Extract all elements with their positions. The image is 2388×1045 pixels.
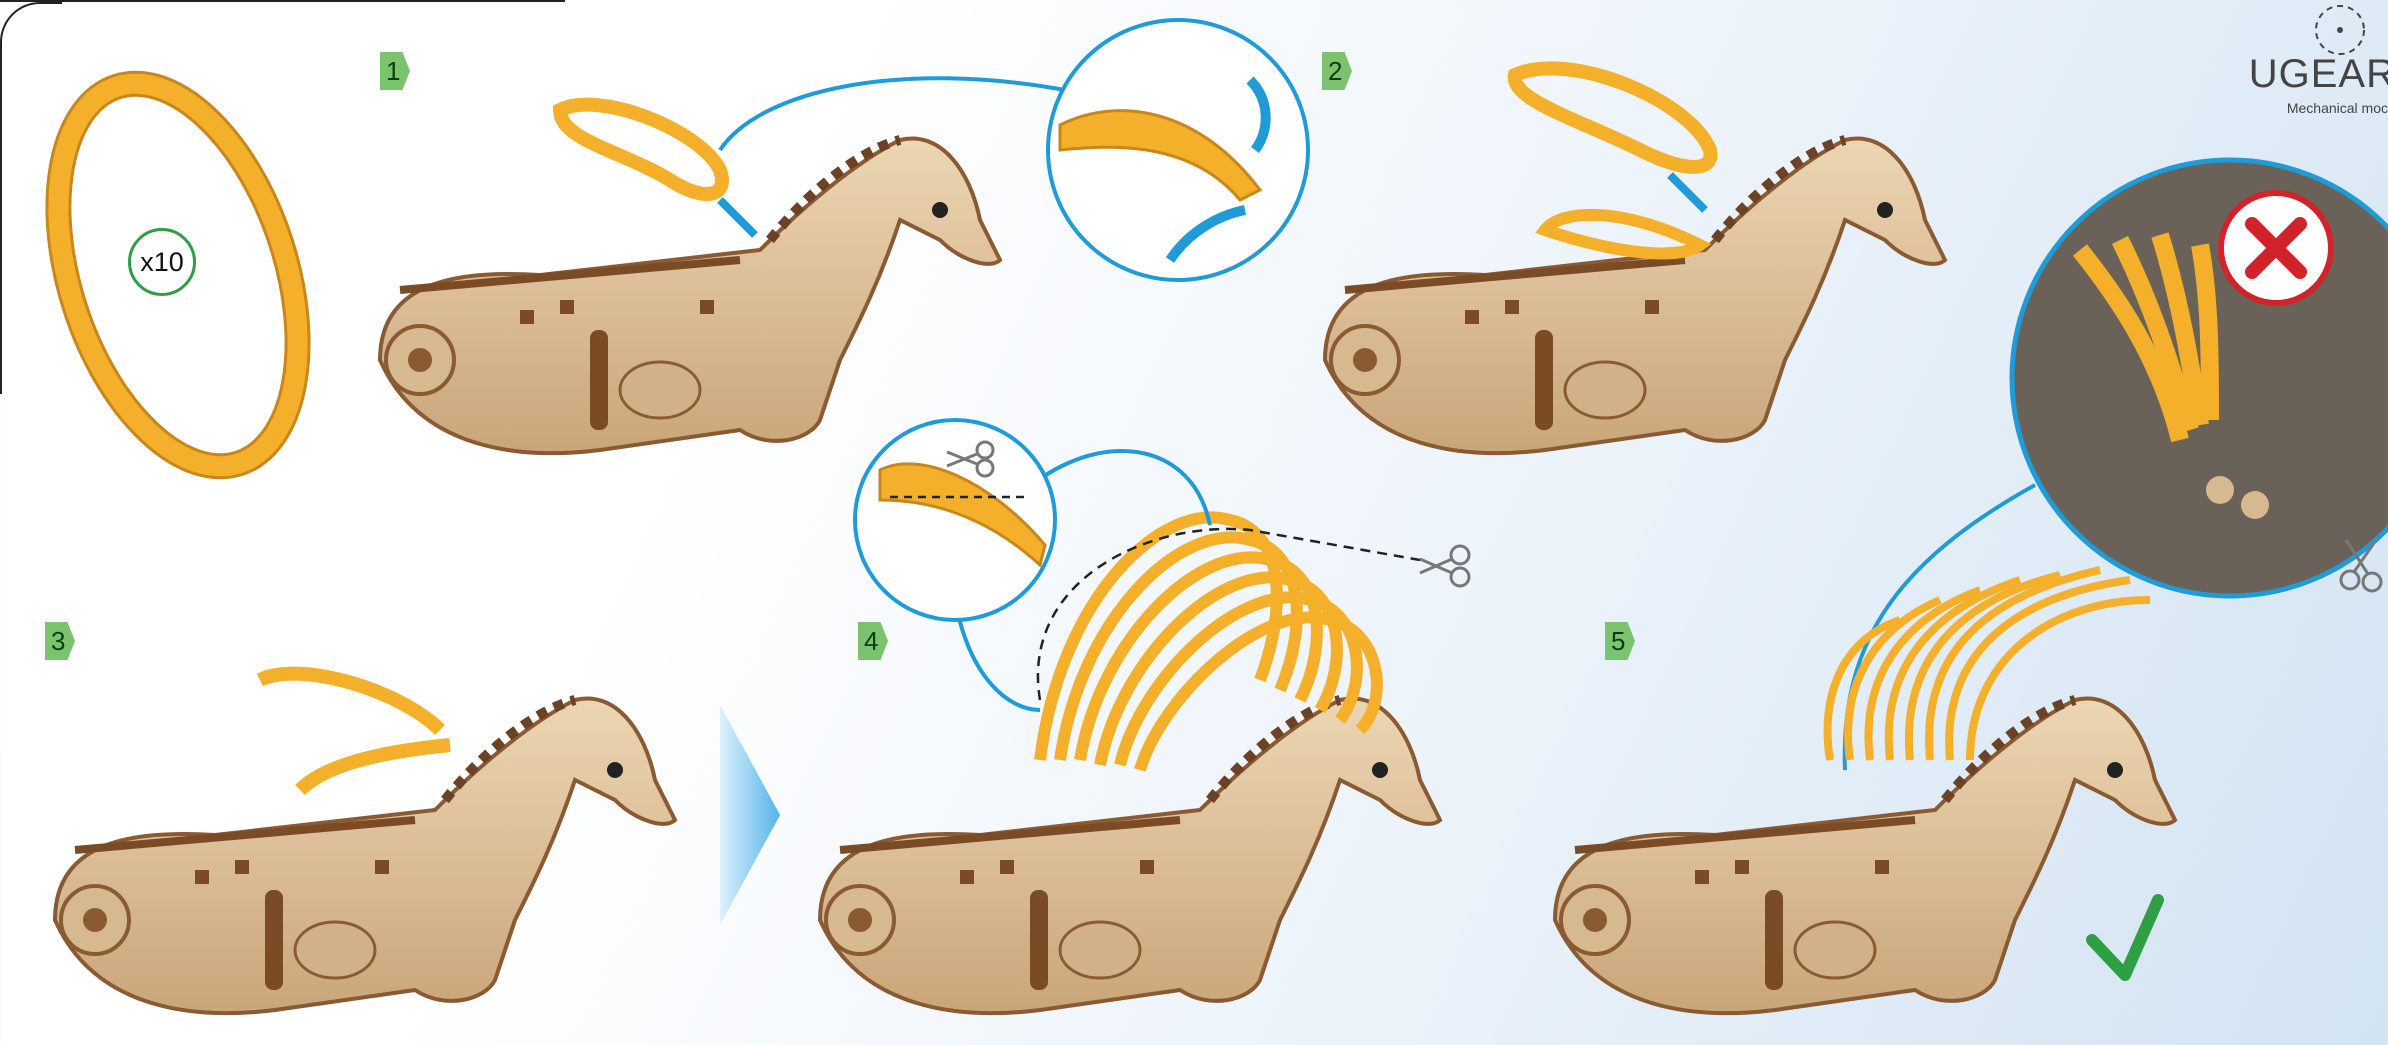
zoom-callout-step-4 (855, 420, 1055, 620)
brand-subtitle: Mechanical moc (2287, 100, 2388, 116)
zoom-callout-step-1 (1048, 20, 1308, 280)
cross-icon (2221, 193, 2331, 303)
scissors-icon (1420, 546, 1469, 586)
step-number: 4 (864, 626, 878, 657)
step-number: 5 (1611, 626, 1625, 657)
zoom-callout-wrong (2012, 160, 2388, 596)
rubber-band-icon (560, 105, 722, 194)
insert-arrow (720, 200, 755, 235)
next-arrow-icon (720, 705, 780, 925)
horse-model-step-3 (55, 698, 675, 1013)
quantity-badge: x10 (128, 228, 196, 296)
brand-title: UGEAR (2249, 52, 2388, 97)
rubber-band-icon (260, 674, 450, 790)
rubber-band-icon (1515, 68, 1711, 253)
quantity-label: x10 (140, 247, 184, 278)
step-number: 3 (51, 626, 65, 657)
checkmark-icon (2092, 900, 2158, 975)
gear-logo-icon (2316, 6, 2364, 54)
horse-model-step-2 (1325, 138, 1945, 453)
insert-arrow (1670, 175, 1705, 210)
step-number: 1 (386, 56, 400, 87)
callout-line (720, 78, 1065, 150)
step-number: 2 (1328, 56, 1342, 87)
